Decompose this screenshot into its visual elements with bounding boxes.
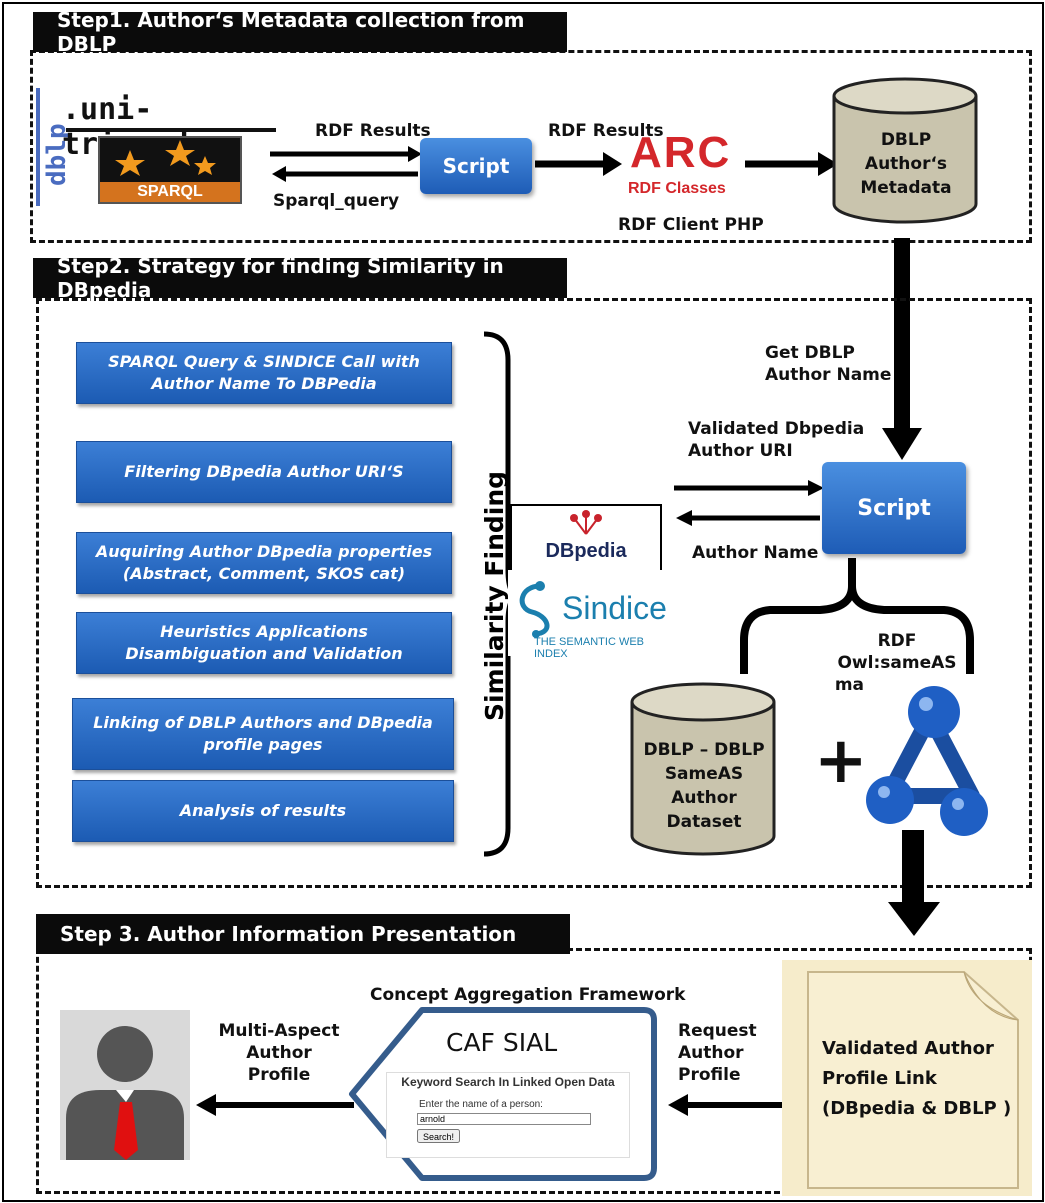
dblp-underline [66, 128, 276, 132]
sindice-logo: Sindice THE SEMANTIC WEB INDEX [508, 570, 667, 660]
dblp-logo: dblp .uni-trier.de SPARQL [36, 88, 276, 206]
step3-left-arrow [196, 1094, 354, 1116]
sparql-logo: SPARQL [98, 136, 242, 204]
step2-arrows [674, 480, 824, 526]
caf-title: CAF SIAL [446, 1028, 558, 1057]
step1-script: Script [420, 138, 532, 194]
dbpedia-logo: DBpedia [510, 504, 662, 574]
stars-icon [115, 140, 216, 176]
request-profile-label: Request Author Profile [678, 1021, 757, 1085]
metadata-database-icon [832, 77, 978, 224]
sameas-database-label: DBLP – DBLP SameAS Author Dataset [643, 740, 765, 832]
arc-logo: ARC RDF Classes [622, 128, 740, 208]
step-box-acquiring-properties: Auquiring Author DBpedia properties (Abs… [76, 532, 452, 594]
rdf-client-label: RDF Client PHP [618, 215, 764, 235]
step3-title: Step 3. Author Information Presentation [36, 914, 570, 954]
step-box-filtering: Filtering DBpedia Author URI‘S [76, 441, 452, 503]
caf-search-prompt: Enter the name of a person: [419, 1099, 543, 1110]
rdf-results-label-2: RDF Results [548, 121, 664, 141]
caf-search-input[interactable] [417, 1113, 591, 1125]
profile-link-document-icon [782, 960, 1032, 1196]
split-bracket [740, 558, 974, 674]
arc-sub-text: RDF Classes [628, 180, 726, 197]
step2-region [36, 298, 1032, 888]
metadata-database-label: DBLP Author‘s Metadata [860, 130, 952, 198]
step2-title: Step2. Strategy for finding Similarity i… [33, 254, 567, 302]
step-box-analysis: Analysis of results [72, 780, 454, 842]
sparql-query-label: Sparql_query [273, 191, 400, 211]
author-avatar-icon [60, 1010, 190, 1160]
caf-framework-label: Concept Aggregation Framework [370, 985, 686, 1005]
caf-search-button[interactable]: Search! [417, 1129, 461, 1143]
arc-logo-text: ARC [630, 128, 732, 177]
sameas-database-icon [630, 682, 776, 856]
caf-search-header: Keyword Search In Linked Open Data [401, 1075, 615, 1089]
step1-title: Step1. Author‘s Metadata collection from… [33, 8, 567, 56]
dbpedia-network-icon [570, 510, 602, 535]
step-box-heuristics: Heuristics Applications Disambiguation a… [76, 612, 452, 674]
multi-aspect-label: Multi-Aspect Author Profile [218, 1021, 340, 1085]
caf-search-panel: Keyword Search In Linked Open Data Enter… [386, 1072, 630, 1158]
validated-link-label: Validated Author Profile Link (DBpedia &… [822, 1038, 1012, 1119]
down-arrow-to-script [882, 238, 922, 460]
sindice-swirl-icon [519, 581, 550, 638]
author-name-label: Author Name [692, 543, 819, 563]
sparql-logo-text: SPARQL [100, 182, 240, 202]
rdf-results-label-1: RDF Results [315, 121, 431, 141]
step2-script: Script [822, 462, 966, 554]
sindice-logo-text: Sindice [562, 590, 667, 626]
dbpedia-logo-text: DBpedia [545, 540, 627, 562]
step-box-sparql-query: SPARQL Query & SINDICE Call with Author … [76, 342, 452, 404]
step1-arrows [270, 146, 838, 182]
validated-uri-label: Validated Dbpedia Author URI [688, 419, 865, 461]
down-arrow-to-note [888, 830, 940, 936]
plus-sign: + [814, 724, 868, 798]
dblp-left-bar [36, 88, 40, 206]
step-box-linking: Linking of DBLP Authors and DBpedia prof… [72, 698, 454, 770]
get-author-name-label: Get DBLP Author Name [765, 343, 892, 385]
rdf-icon [864, 676, 996, 856]
sindice-sub-text: THE SEMANTIC WEB INDEX [534, 636, 645, 660]
